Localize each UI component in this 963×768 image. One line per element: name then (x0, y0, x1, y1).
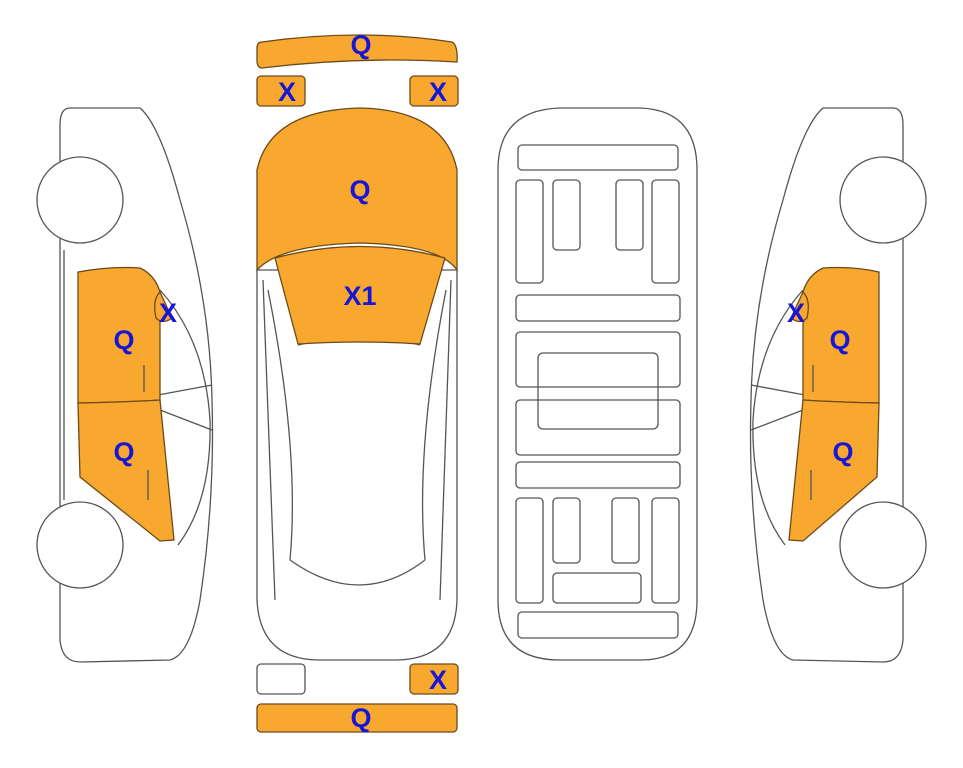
underside-view (497, 107, 698, 661)
right-rear-door[interactable] (788, 399, 880, 542)
left-rear-door-label: Q (113, 437, 134, 467)
right-rear-door-label: Q (832, 437, 853, 467)
rear-right-light[interactable] (409, 663, 459, 695)
hood[interactable] (256, 107, 458, 273)
windshield[interactable] (274, 245, 446, 345)
front-bumper-label: Q (350, 30, 371, 60)
left-rear-wheel (36, 501, 124, 589)
front-left-light-label: X (278, 77, 296, 107)
right-mirror-label: X (787, 298, 805, 328)
rear-bumper-label: Q (350, 703, 371, 733)
right-front-door-label: Q (829, 325, 850, 355)
left-front-door-label: Q (113, 325, 134, 355)
windshield-label: X1 (343, 281, 376, 311)
left-side-view: X Q Q (36, 107, 214, 663)
front-right-light-label: X (429, 77, 447, 107)
left-mirror[interactable] (154, 290, 173, 323)
right-rear-wheel (839, 501, 927, 589)
front-right-light[interactable] (409, 75, 459, 107)
front-bumper[interactable] (256, 34, 458, 69)
rear-left-light[interactable] (256, 663, 306, 695)
left-front-wheel (36, 156, 124, 244)
right-front-wheel (839, 156, 927, 244)
rear-bumper[interactable] (256, 703, 458, 733)
front-left-light[interactable] (256, 75, 306, 107)
left-rear-door[interactable] (77, 399, 175, 542)
top-view: Q X X Q X1 X Q (256, 30, 459, 733)
right-mirror[interactable] (790, 290, 809, 323)
hood-label: Q (349, 175, 370, 205)
left-mirror-label: X (159, 298, 177, 328)
right-side-view (749, 107, 927, 663)
rear-right-light-label: X (429, 665, 447, 695)
